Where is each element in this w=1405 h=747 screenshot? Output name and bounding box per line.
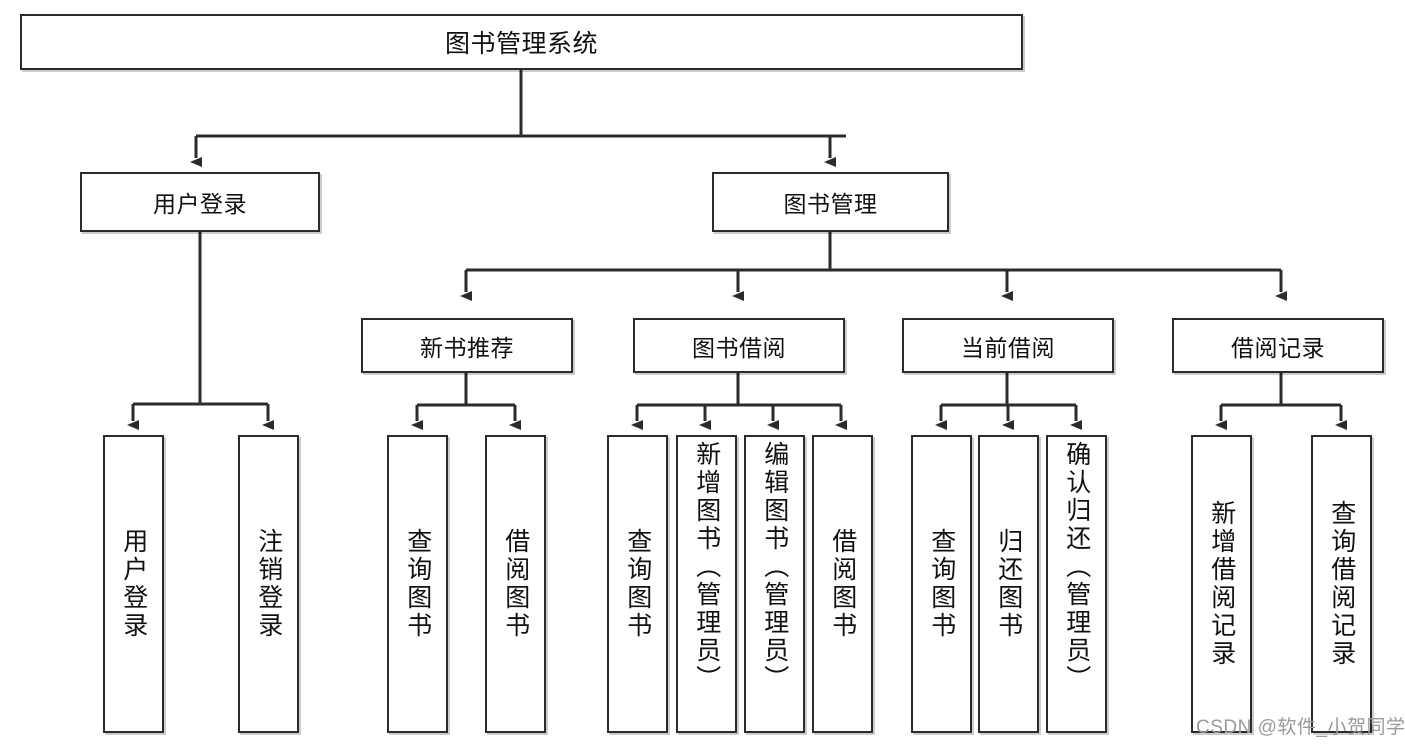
node-leaf-return-book[interactable]: 归还图书	[978, 435, 1039, 733]
node-leaf-borrow-book-1-label: 借阅图书	[501, 528, 530, 640]
node-leaf-edit-book-label: 编辑图书（管理员）	[760, 441, 789, 693]
node-user-login[interactable]: 用户登录	[80, 172, 320, 232]
node-leaf-query-book-1-label: 查询图书	[403, 528, 432, 640]
node-book-management-label: 图书管理	[783, 191, 878, 217]
node-leaf-query-record-label: 查询借阅记录	[1327, 500, 1356, 668]
node-book-management[interactable]: 图书管理	[712, 172, 949, 232]
node-leaf-borrow-book-1[interactable]: 借阅图书	[485, 435, 546, 733]
node-new-book-recommend-label: 新书推荐	[420, 334, 514, 361]
node-current-borrow[interactable]: 当前借阅	[902, 318, 1114, 373]
node-leaf-add-book[interactable]: 新增图书（管理员）	[676, 435, 737, 733]
node-root-label: 图书管理系统	[444, 30, 598, 58]
node-leaf-add-book-label: 新增图书（管理员）	[692, 441, 721, 693]
node-leaf-return-book-label: 归还图书	[994, 528, 1023, 640]
node-user-login-label: 用户登录	[153, 191, 247, 217]
node-leaf-query-book-1[interactable]: 查询图书	[387, 435, 448, 733]
node-leaf-borrow-book-2-label: 借阅图书	[828, 528, 857, 640]
node-leaf-logout-login-label: 注销登录	[254, 528, 283, 640]
node-leaf-confirm-return[interactable]: 确认归还（管理员）	[1046, 435, 1107, 733]
node-root[interactable]: 图书管理系统	[20, 14, 1023, 70]
node-leaf-query-record[interactable]: 查询借阅记录	[1311, 435, 1372, 733]
node-leaf-logout-login[interactable]: 注销登录	[238, 435, 299, 733]
node-leaf-query-book-3-label: 查询图书	[927, 528, 956, 640]
node-new-book-recommend[interactable]: 新书推荐	[361, 318, 573, 373]
node-leaf-confirm-return-label: 确认归还（管理员）	[1062, 441, 1091, 693]
node-leaf-add-record[interactable]: 新增借阅记录	[1191, 435, 1252, 733]
node-borrow-record-label: 借阅记录	[1231, 334, 1325, 361]
node-leaf-query-book-3[interactable]: 查询图书	[911, 435, 972, 733]
node-borrow-record[interactable]: 借阅记录	[1172, 318, 1384, 373]
node-book-borrow-label: 图书借阅	[692, 334, 786, 361]
node-leaf-query-book-2[interactable]: 查询图书	[607, 435, 668, 733]
watermark-text: CSDN @软件_小贺同学	[1196, 717, 1405, 738]
node-leaf-user-login-label: 用户登录	[119, 528, 148, 640]
node-leaf-borrow-book-2[interactable]: 借阅图书	[812, 435, 873, 733]
node-leaf-add-record-label: 新增借阅记录	[1207, 500, 1236, 668]
node-book-borrow[interactable]: 图书借阅	[633, 318, 845, 373]
node-leaf-query-book-2-label: 查询图书	[623, 528, 652, 640]
node-leaf-user-login[interactable]: 用户登录	[103, 435, 164, 733]
node-leaf-edit-book[interactable]: 编辑图书（管理员）	[744, 435, 805, 733]
node-current-borrow-label: 当前借阅	[961, 334, 1055, 361]
